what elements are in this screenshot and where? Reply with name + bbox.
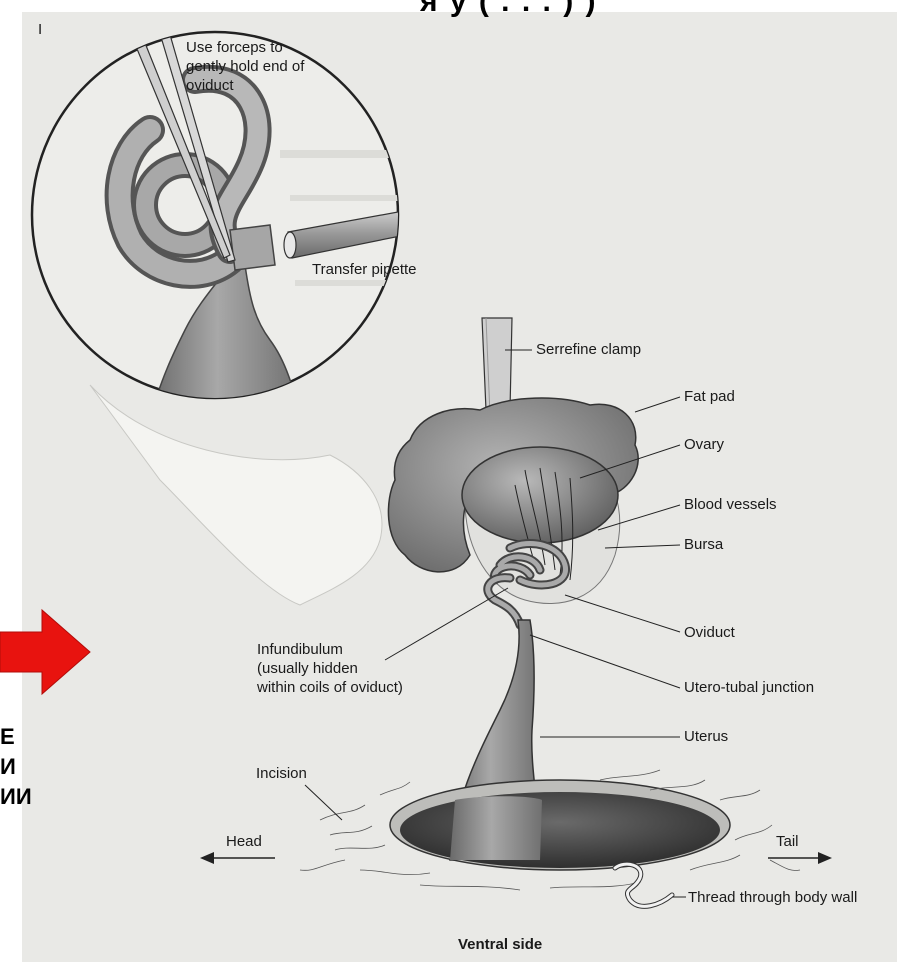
head-label: Head <box>226 832 262 851</box>
infundibulum-label: Infundibulum (usually hidden within coil… <box>257 640 403 697</box>
bursa-label: Bursa <box>684 535 723 554</box>
fat-pad-label: Fat pad <box>684 387 735 406</box>
utero-tubal-junction-label: Utero-tubal junction <box>684 678 814 697</box>
forceps-label: Use forceps to gently hold end of oviduc… <box>186 38 304 95</box>
ovary-shape <box>462 447 618 543</box>
ventral-side-label: Ventral side <box>458 935 542 954</box>
slide-text-fragment: Е И ИИ <box>0 722 32 812</box>
incision-label: Incision <box>256 764 307 783</box>
header-title-fragment: я у ( . . . ) ) <box>420 0 598 11</box>
panel-marker: I <box>38 20 42 39</box>
serrefine-clamp-label: Serrefine clamp <box>536 340 641 359</box>
head-arrow <box>200 852 275 864</box>
tail-arrow <box>768 852 832 864</box>
incision-opening <box>390 780 730 870</box>
uterus-label: Uterus <box>684 727 728 746</box>
thread-label: Thread through body wall <box>688 888 857 907</box>
tail-label: Tail <box>776 832 799 851</box>
ovary-label: Ovary <box>684 435 724 454</box>
red-arrow-icon <box>0 610 90 694</box>
transfer-pipette-label: Transfer pipette <box>312 260 417 279</box>
blood-vessels-label: Blood vessels <box>684 495 777 514</box>
oviduct-label: Oviduct <box>684 623 735 642</box>
magnification-cone <box>90 385 382 605</box>
